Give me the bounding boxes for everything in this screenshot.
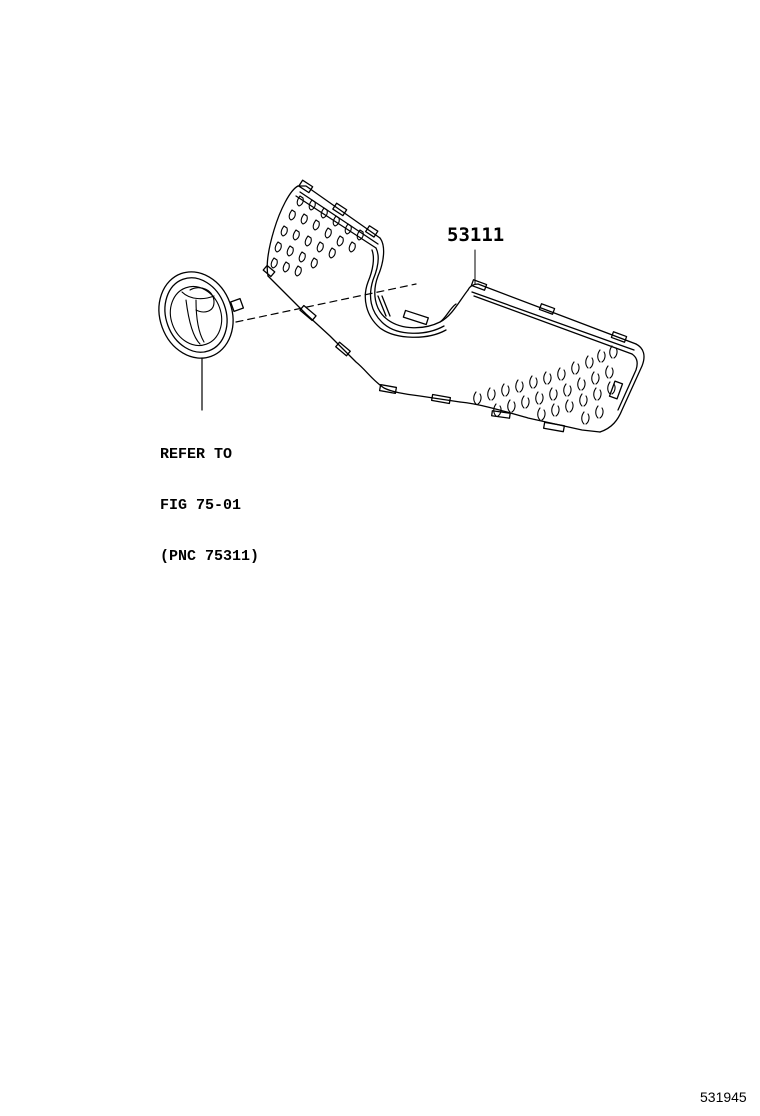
emblem-part <box>147 261 245 410</box>
reference-line-1: REFER TO <box>160 446 233 463</box>
figure-id: 531945 <box>700 1089 747 1105</box>
emblem-reference-note: REFER TO FIG 75-01 (PNC 75311) <box>160 412 259 599</box>
reference-line-3: (PNC 75311) <box>160 548 260 565</box>
reference-line-2: FIG 75-01 <box>160 497 242 514</box>
grille-part <box>263 180 644 432</box>
alignment-dashed-line <box>236 284 416 322</box>
grille-part-number: 53111 <box>447 224 505 246</box>
